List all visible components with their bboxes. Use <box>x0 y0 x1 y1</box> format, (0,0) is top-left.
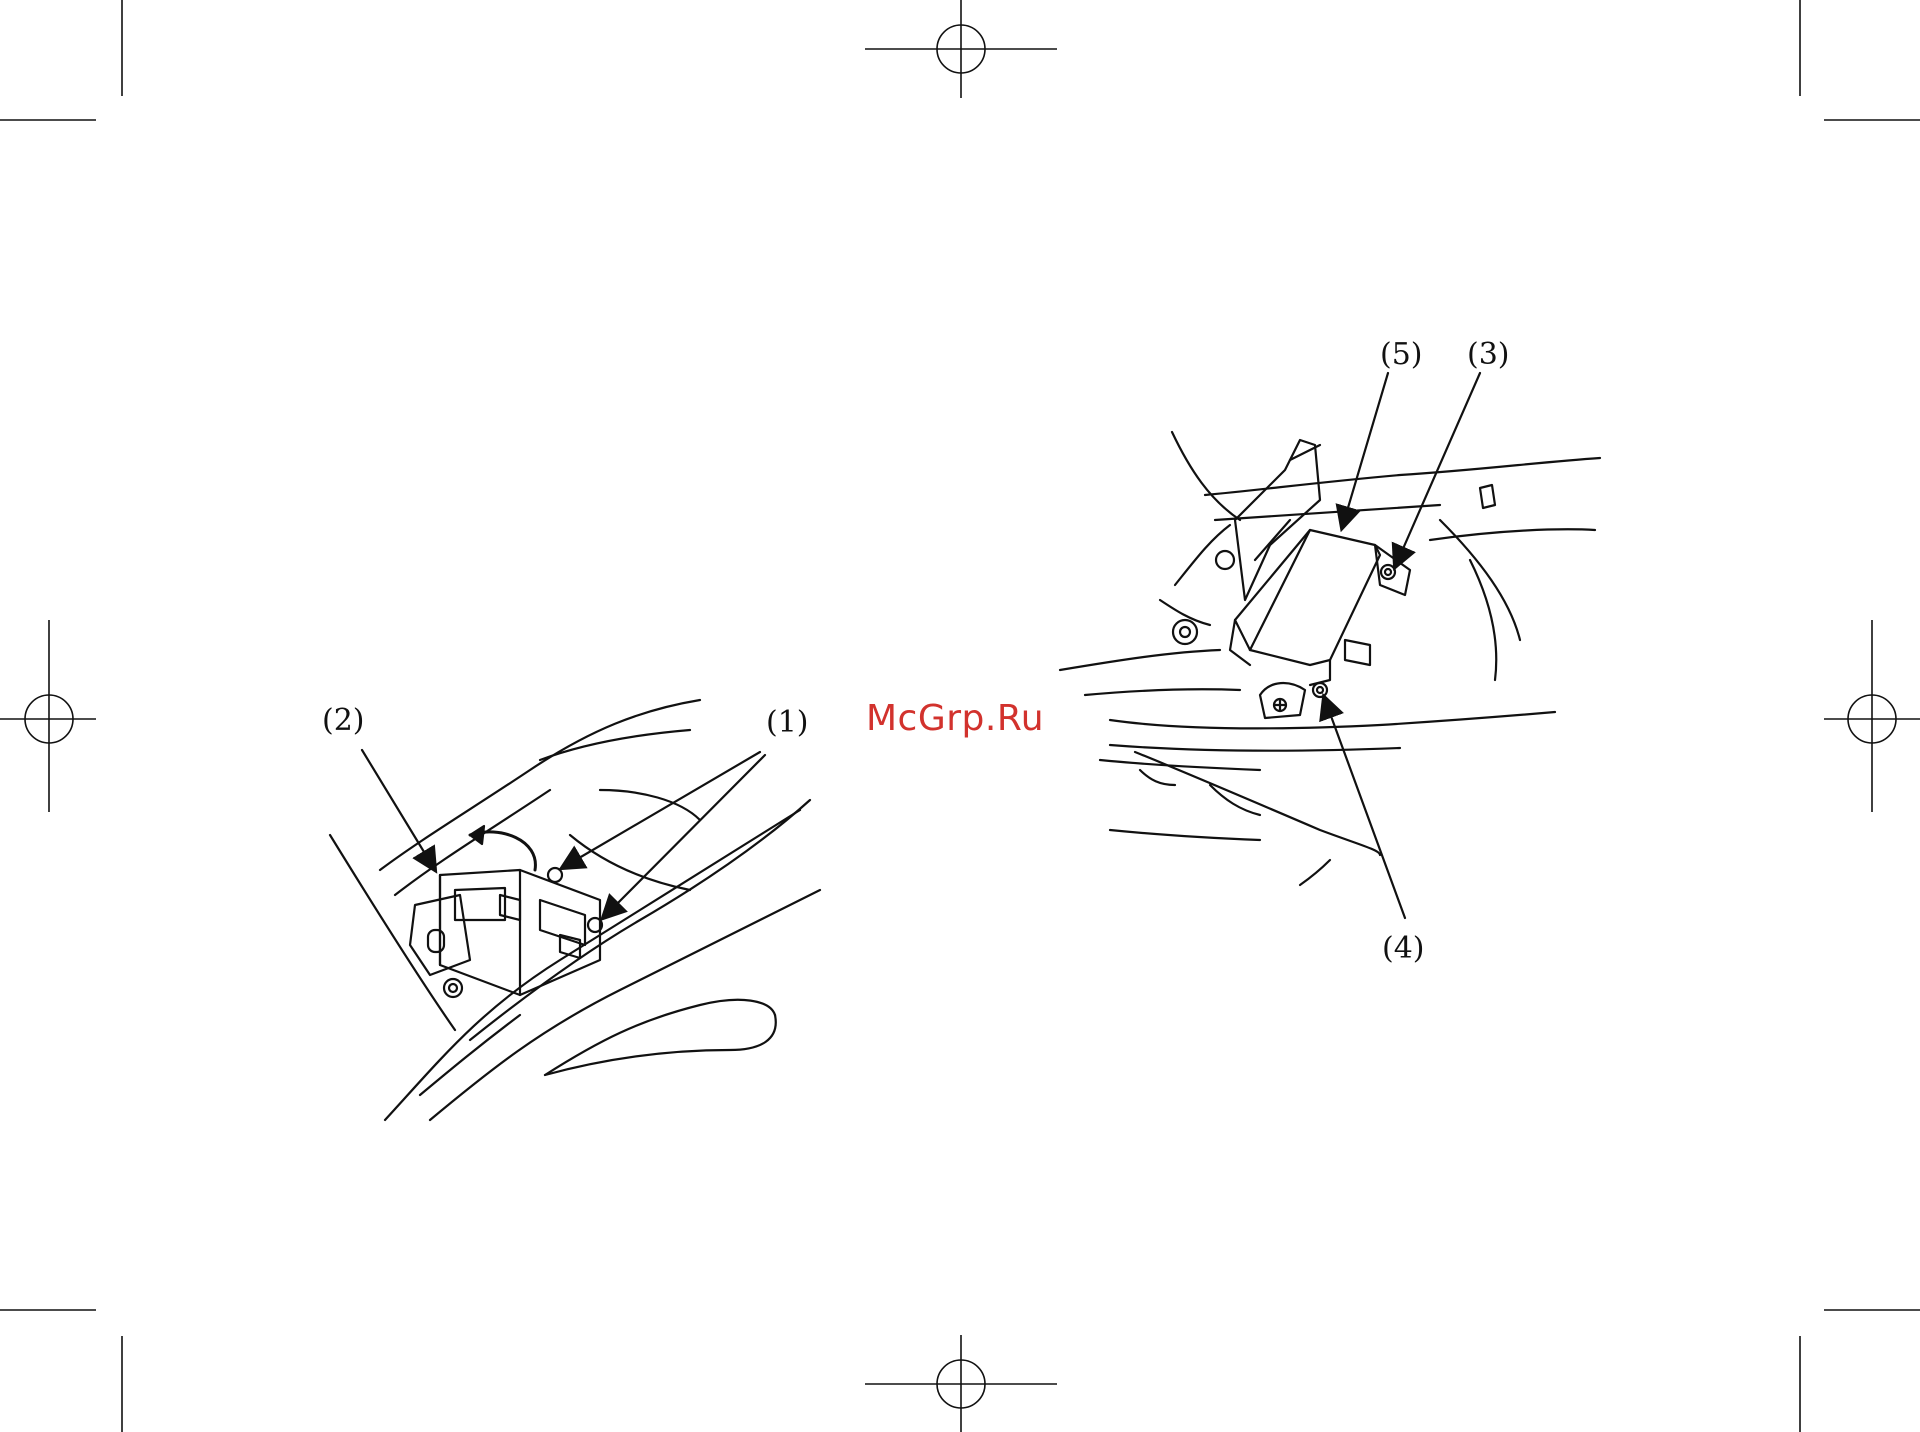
callout-label-5: (5) <box>1380 340 1423 370</box>
callout-label-1: (1) <box>766 708 809 738</box>
callout-label-4: (4) <box>1382 934 1425 964</box>
callout-label-2: (2) <box>322 706 365 736</box>
callout-label-3: (3) <box>1467 340 1510 370</box>
watermark: McGrp.Ru <box>866 701 1044 737</box>
